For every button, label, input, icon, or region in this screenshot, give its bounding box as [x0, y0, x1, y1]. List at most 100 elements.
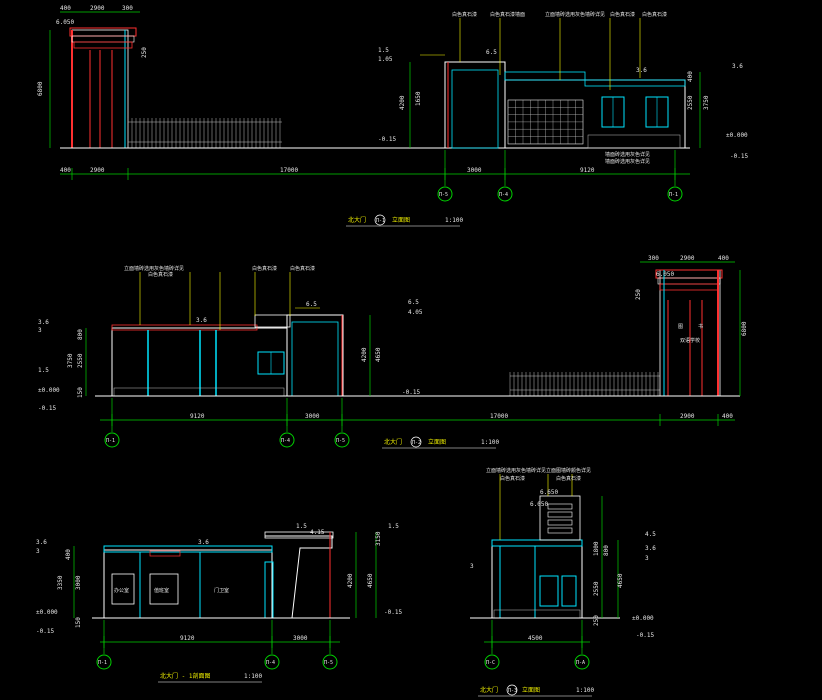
- material-note: 白色真石漆: [500, 475, 525, 482]
- north-gate-tower: 图 书 双语学校: [655, 269, 723, 397]
- material-note: 立面墙砖选用灰色墙砖详见: [545, 11, 605, 18]
- dim-label: 2900: [680, 413, 695, 420]
- level-label: 3.6: [196, 317, 207, 324]
- view-title: 北大门: [348, 216, 366, 224]
- north-leaders: [139, 272, 320, 330]
- level-label: -0.15: [636, 632, 654, 639]
- level-label: 3.6: [636, 67, 647, 74]
- material-note: 白色真石漆: [148, 271, 173, 278]
- dim-label: 9120: [580, 167, 595, 174]
- material-note: 立面墙砖选用灰色墙砖详见立面图墙砖颜色详见: [486, 467, 591, 474]
- dim-label: 4200: [399, 95, 406, 110]
- dim-label: 400: [65, 549, 72, 560]
- view-scale: 1:100: [576, 687, 594, 694]
- north-elevation: 图 书 双语学校: [38, 255, 748, 449]
- level-label: 1.5: [388, 523, 399, 530]
- level-label: 1.5: [38, 367, 49, 374]
- level-label: 3.6: [732, 63, 743, 70]
- level-label: 3.6: [38, 319, 49, 326]
- level-label: 6.650: [540, 489, 558, 496]
- dim-label: 3150: [375, 531, 382, 546]
- view-title: 北大门 - 1剖面图: [160, 672, 210, 680]
- dim-label: 800: [77, 329, 84, 340]
- south-gate-portal: [444, 61, 506, 149]
- dim-label: 300: [648, 255, 659, 262]
- level-label: ±0.000: [36, 609, 58, 616]
- axis-bubble-label: Π-5: [324, 660, 333, 666]
- level-label: 3.6: [198, 539, 209, 546]
- tower-sign-text: 书: [698, 323, 703, 330]
- dim-label: 4200: [347, 573, 354, 588]
- level-label: 6.050: [656, 271, 674, 278]
- axis-bubble-label: Π-1: [106, 438, 115, 444]
- dim-label: 3000: [305, 413, 320, 420]
- dim-label: 17000: [280, 167, 298, 174]
- level-label: -0.15: [36, 628, 54, 635]
- axis-bubble-label: Π-5: [336, 438, 345, 444]
- material-note: 白色真石漆墙面: [490, 11, 525, 18]
- room-label: 门卫室: [214, 587, 229, 594]
- dim-label: 3000: [293, 635, 308, 642]
- level-label: -0.15: [730, 153, 748, 160]
- material-note: 白色真石漆: [290, 265, 315, 272]
- level-label: 1.5: [378, 47, 389, 54]
- level-label: ±0.000: [632, 615, 654, 622]
- dim-label: 400: [60, 5, 71, 12]
- tower-sign-text: 双语学校: [680, 337, 700, 344]
- room-label: 办公室: [114, 587, 129, 594]
- level-label: 3.6: [36, 539, 47, 546]
- level-label: 6.5: [408, 299, 419, 306]
- level-label: -0.15: [402, 389, 420, 396]
- material-note: 墙面砖选用灰色详见: [605, 158, 650, 165]
- south-guard-building: [504, 71, 686, 149]
- level-label: 3: [36, 548, 40, 555]
- side-title-block: 北大门 Π-3 立面图 1:100: [478, 684, 594, 697]
- section-building: 办公室 值班室 门卫室: [103, 545, 274, 619]
- view-title-suffix: 立面图: [392, 216, 410, 224]
- axis-bubble-label: Π-1: [98, 660, 107, 666]
- view-title-suffix: 立面图: [428, 438, 446, 446]
- dim-label: 2550: [77, 353, 84, 368]
- side-elevation: Π-C Π-A 4500 6.650 6.050 3 4.5 3.6 3 ±0.…: [470, 467, 656, 697]
- south-leaders: [420, 18, 641, 90]
- dim-label: 250: [593, 615, 600, 626]
- dim-label: 150: [75, 617, 82, 628]
- dim-label: 2550: [687, 95, 694, 110]
- dim-label: 9120: [180, 635, 195, 642]
- material-note: 白色真石漆: [556, 475, 581, 482]
- room-label: 值班室: [154, 587, 169, 594]
- level-label: 1.05: [378, 56, 393, 63]
- level-label: 3: [645, 555, 649, 562]
- level-label: -0.15: [378, 136, 396, 143]
- side-leaders: [499, 474, 573, 540]
- level-label: 3: [470, 563, 474, 570]
- view-title: 北大门: [384, 438, 402, 446]
- dim-label: 4650: [367, 573, 374, 588]
- dim-label: 150: [77, 387, 84, 398]
- dim-label: 250: [635, 289, 642, 300]
- view-scale: 1:100: [481, 439, 499, 446]
- section-dimensions: [73, 532, 377, 654]
- tower-sign-text: 图: [678, 324, 683, 330]
- dim-label: 3350: [57, 575, 64, 590]
- material-note: 立面墙砖选用灰色墙砖详见: [124, 265, 184, 272]
- view-scale: 1:100: [244, 673, 262, 680]
- axis-bubble-label: Π-4: [499, 192, 508, 198]
- level-label: 6.5: [306, 301, 317, 308]
- level-label: 4.05: [408, 309, 423, 316]
- level-label: 6.5: [486, 49, 497, 56]
- level-label: 6.050: [530, 501, 548, 508]
- axis-bubble-label: Π-5: [439, 192, 448, 198]
- dim-label: 3750: [703, 95, 710, 110]
- north-dimensions: [85, 261, 741, 432]
- section-title-block: 北大门 - 1剖面图 1:100: [158, 672, 262, 683]
- dim-label: 3000: [467, 167, 482, 174]
- dim-label: 6800: [37, 81, 44, 96]
- level-label: -0.15: [384, 609, 402, 616]
- axis-bubble-label: Π-A: [576, 660, 585, 666]
- dim-label: 1800: [593, 541, 600, 556]
- dim-label: 800: [603, 545, 610, 556]
- axis-bubble-label: Π-1: [669, 192, 678, 198]
- north-fence: [509, 372, 660, 396]
